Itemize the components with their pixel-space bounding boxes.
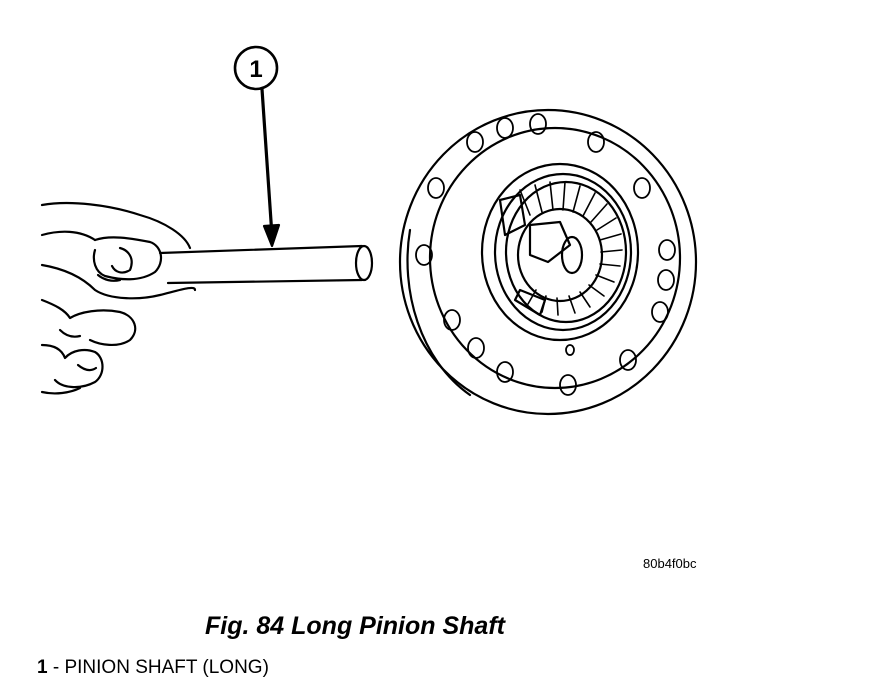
figure-title: Fig. 84 Long Pinion Shaft <box>205 612 505 640</box>
reference-code: 80b4f0bc <box>643 556 697 571</box>
legend-separator: - <box>47 657 65 678</box>
callout-number: 1 <box>249 56 262 83</box>
pinion-shaft-illustration: 1 <box>40 45 698 416</box>
differential-case <box>398 108 698 416</box>
pinion-shaft <box>158 244 374 285</box>
legend-text: PINION SHAFT (LONG) <box>64 657 269 678</box>
legend-number: 1 <box>37 657 48 678</box>
hand-drawing <box>40 201 197 395</box>
legend: 1 - PINION SHAFT (LONG) <box>37 657 269 679</box>
callout-1 <box>233 45 281 248</box>
